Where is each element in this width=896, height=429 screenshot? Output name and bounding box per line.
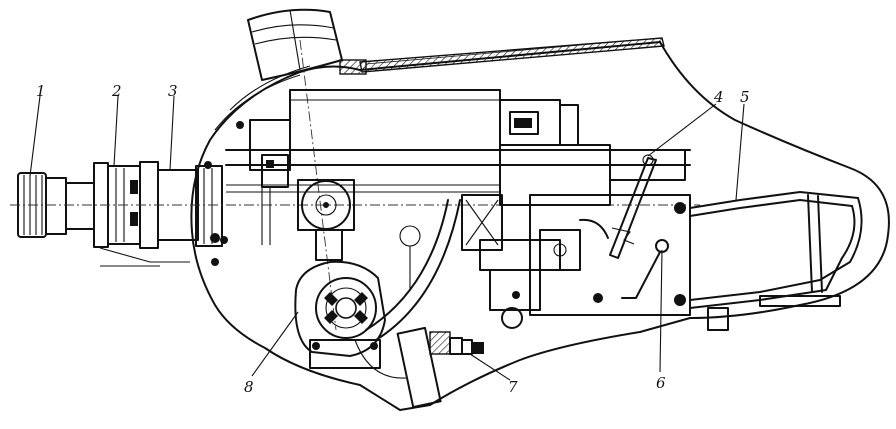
callout-labels: 1 2 3 4 5 6 7 8 (36, 82, 750, 396)
leader-lines (29, 95, 745, 381)
fasteners (204, 121, 520, 299)
arc-guide (365, 199, 461, 341)
callout-6: 6 (656, 374, 666, 392)
callout-4: 4 (713, 88, 724, 106)
reticle-wheel (297, 179, 355, 261)
callout-2: 2 (111, 82, 122, 100)
housing-outline (190, 37, 890, 411)
lever-mechanism (461, 154, 691, 329)
upper-block (225, 89, 691, 245)
callout-1: 1 (36, 82, 46, 100)
connector-plug (354, 326, 484, 409)
tube-frame (689, 191, 863, 331)
callout-5: 5 (740, 88, 750, 106)
callout-7: 7 (508, 378, 518, 396)
lower-drum (294, 260, 386, 369)
callout-3: 3 (168, 82, 178, 100)
top-tube (247, 8, 367, 81)
callout-8: 8 (244, 378, 254, 396)
